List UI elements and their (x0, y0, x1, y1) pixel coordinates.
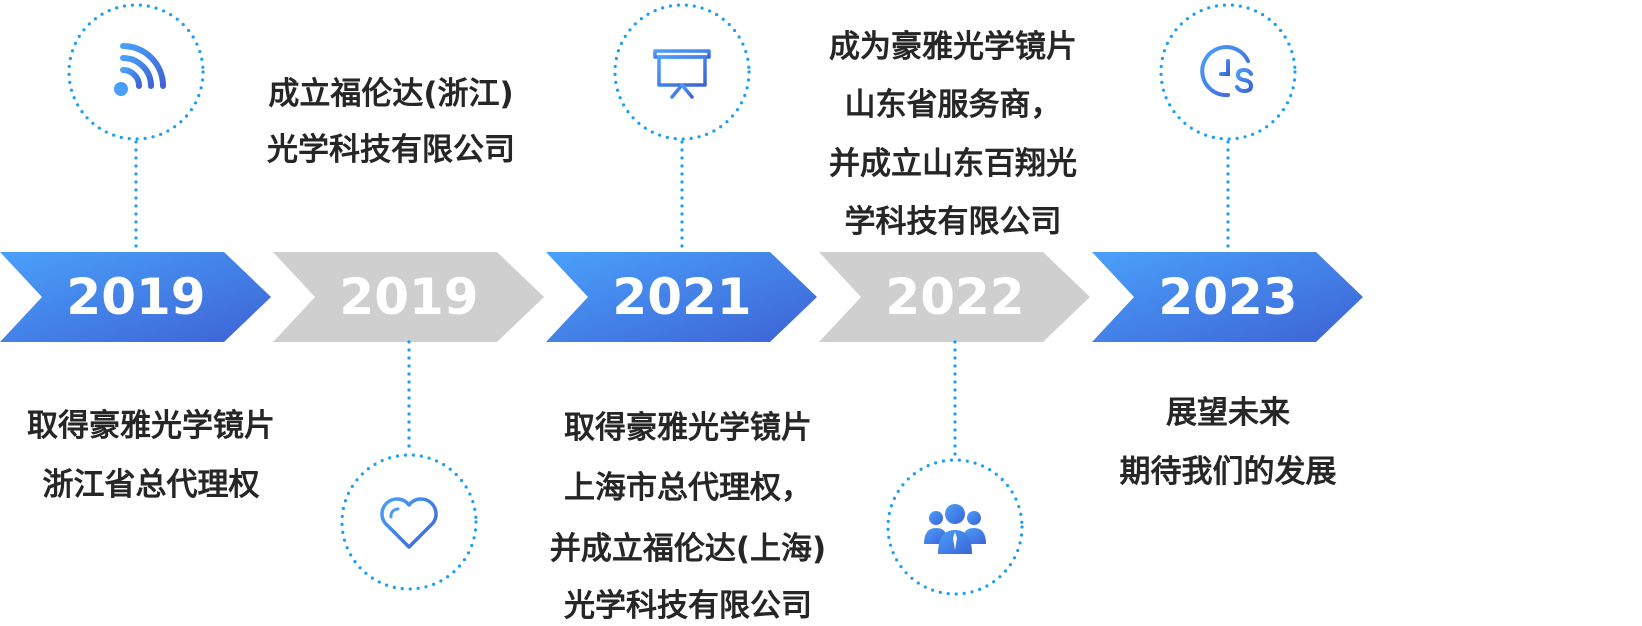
chevron-2019-a (0, 252, 271, 342)
year-label-5: 2023 (1158, 268, 1298, 326)
description-line: 期待我们的发展 (1119, 454, 1337, 490)
description-line: 浙江省总代理权 (42, 467, 260, 503)
description-line: 并成立福伦达(上海) (549, 531, 827, 567)
year-label-4: 2022 (885, 268, 1025, 326)
year-label-1: 2019 (66, 268, 206, 326)
description-line: 光学科技有限公司 (564, 588, 812, 624)
description-line: 学科技有限公司 (844, 204, 1062, 240)
year-label-3: 2021 (612, 268, 752, 326)
description-line: 山东省服务商， (844, 87, 1062, 123)
chevron-2022 (819, 252, 1090, 342)
time-money-icon (1200, 45, 1254, 98)
icon-circle-2 (340, 453, 478, 591)
description-line: 取得豪雅光学镜片 (27, 408, 275, 444)
presentation-board-icon (653, 45, 711, 99)
team-icon (924, 504, 986, 554)
heart-icon (380, 497, 438, 549)
icon-circle-4 (886, 458, 1024, 596)
year-label-2: 2019 (339, 268, 479, 326)
description-line: 并成立山东百翔光 (829, 146, 1077, 182)
icon-circle-1 (67, 3, 205, 141)
description-line: 成为豪雅光学镜片 (829, 29, 1077, 65)
wifi-signal-icon (114, 43, 166, 96)
icon-circle-3 (613, 3, 751, 141)
chevron-2021 (546, 252, 817, 342)
description-line: 上海市总代理权， (564, 470, 812, 506)
chevron-2023 (1092, 252, 1363, 342)
icon-circle-5 (1159, 3, 1297, 141)
description-line: 展望未来 (1166, 395, 1290, 431)
description-line: 取得豪雅光学镜片 (564, 410, 812, 446)
chevron-2019-b (273, 252, 544, 342)
description-line: 成立福伦达(浙江) (268, 76, 514, 112)
description-line: 光学科技有限公司 (267, 132, 515, 168)
